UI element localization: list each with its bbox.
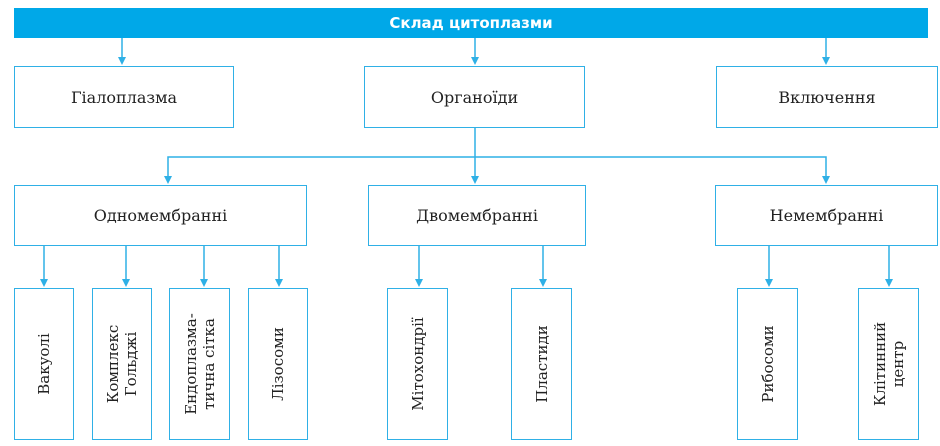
node-single-membrane-label: Одномембранні <box>93 206 228 225</box>
node-plastids-label: Пластиди <box>532 325 551 403</box>
arrow-to-non-membrane <box>475 156 830 184</box>
node-cell-center: Клітинний центр <box>858 288 919 440</box>
node-hyaloplasm-label: Гіалоплазма <box>70 87 178 107</box>
node-inclusions-label: Включення <box>778 87 876 107</box>
node-inclusions: Включення <box>716 66 938 128</box>
node-non-membrane-label: Немембранні <box>769 206 884 225</box>
node-golgi: Комплекс Гольджі <box>92 288 152 440</box>
node-organelles: Органоїди <box>364 66 585 128</box>
node-hyaloplasm: Гіалоплазма <box>14 66 234 128</box>
node-double-membrane-label: Двомембранні <box>416 206 538 225</box>
node-single-membrane: Одномембранні <box>14 185 307 246</box>
diagram-title: Склад цитоплазми <box>14 8 928 38</box>
node-vacuoles-label: Вакуолі <box>35 333 53 395</box>
node-er-label: Ендоплазма- тична сітка <box>181 313 218 415</box>
node-mitochondria: Мітохондрії <box>387 288 448 440</box>
node-double-membrane: Двомембранні <box>368 185 586 246</box>
node-mitochondria-label: Мітохондрії <box>408 317 427 411</box>
node-plastids: Пластиди <box>511 288 572 440</box>
node-ribosomes: Рибосоми <box>737 288 798 440</box>
node-vacuoles: Вакуолі <box>14 288 74 440</box>
node-lysosomes-label: Лізосоми <box>269 327 287 401</box>
node-organelles-label: Органоїди <box>430 87 519 107</box>
node-golgi-label: Комплекс Гольджі <box>104 324 140 404</box>
node-non-membrane: Немембранні <box>715 185 938 246</box>
node-lysosomes: Лізосоми <box>248 288 308 440</box>
diagram-title-text: Склад цитоплазми <box>389 14 553 32</box>
node-ribosomes-label: Рибосоми <box>758 325 777 403</box>
node-cell-center-label: Клітинний центр <box>870 321 907 407</box>
arrow-to-single-membrane <box>164 156 475 184</box>
node-er: Ендоплазма- тична сітка <box>169 288 230 440</box>
